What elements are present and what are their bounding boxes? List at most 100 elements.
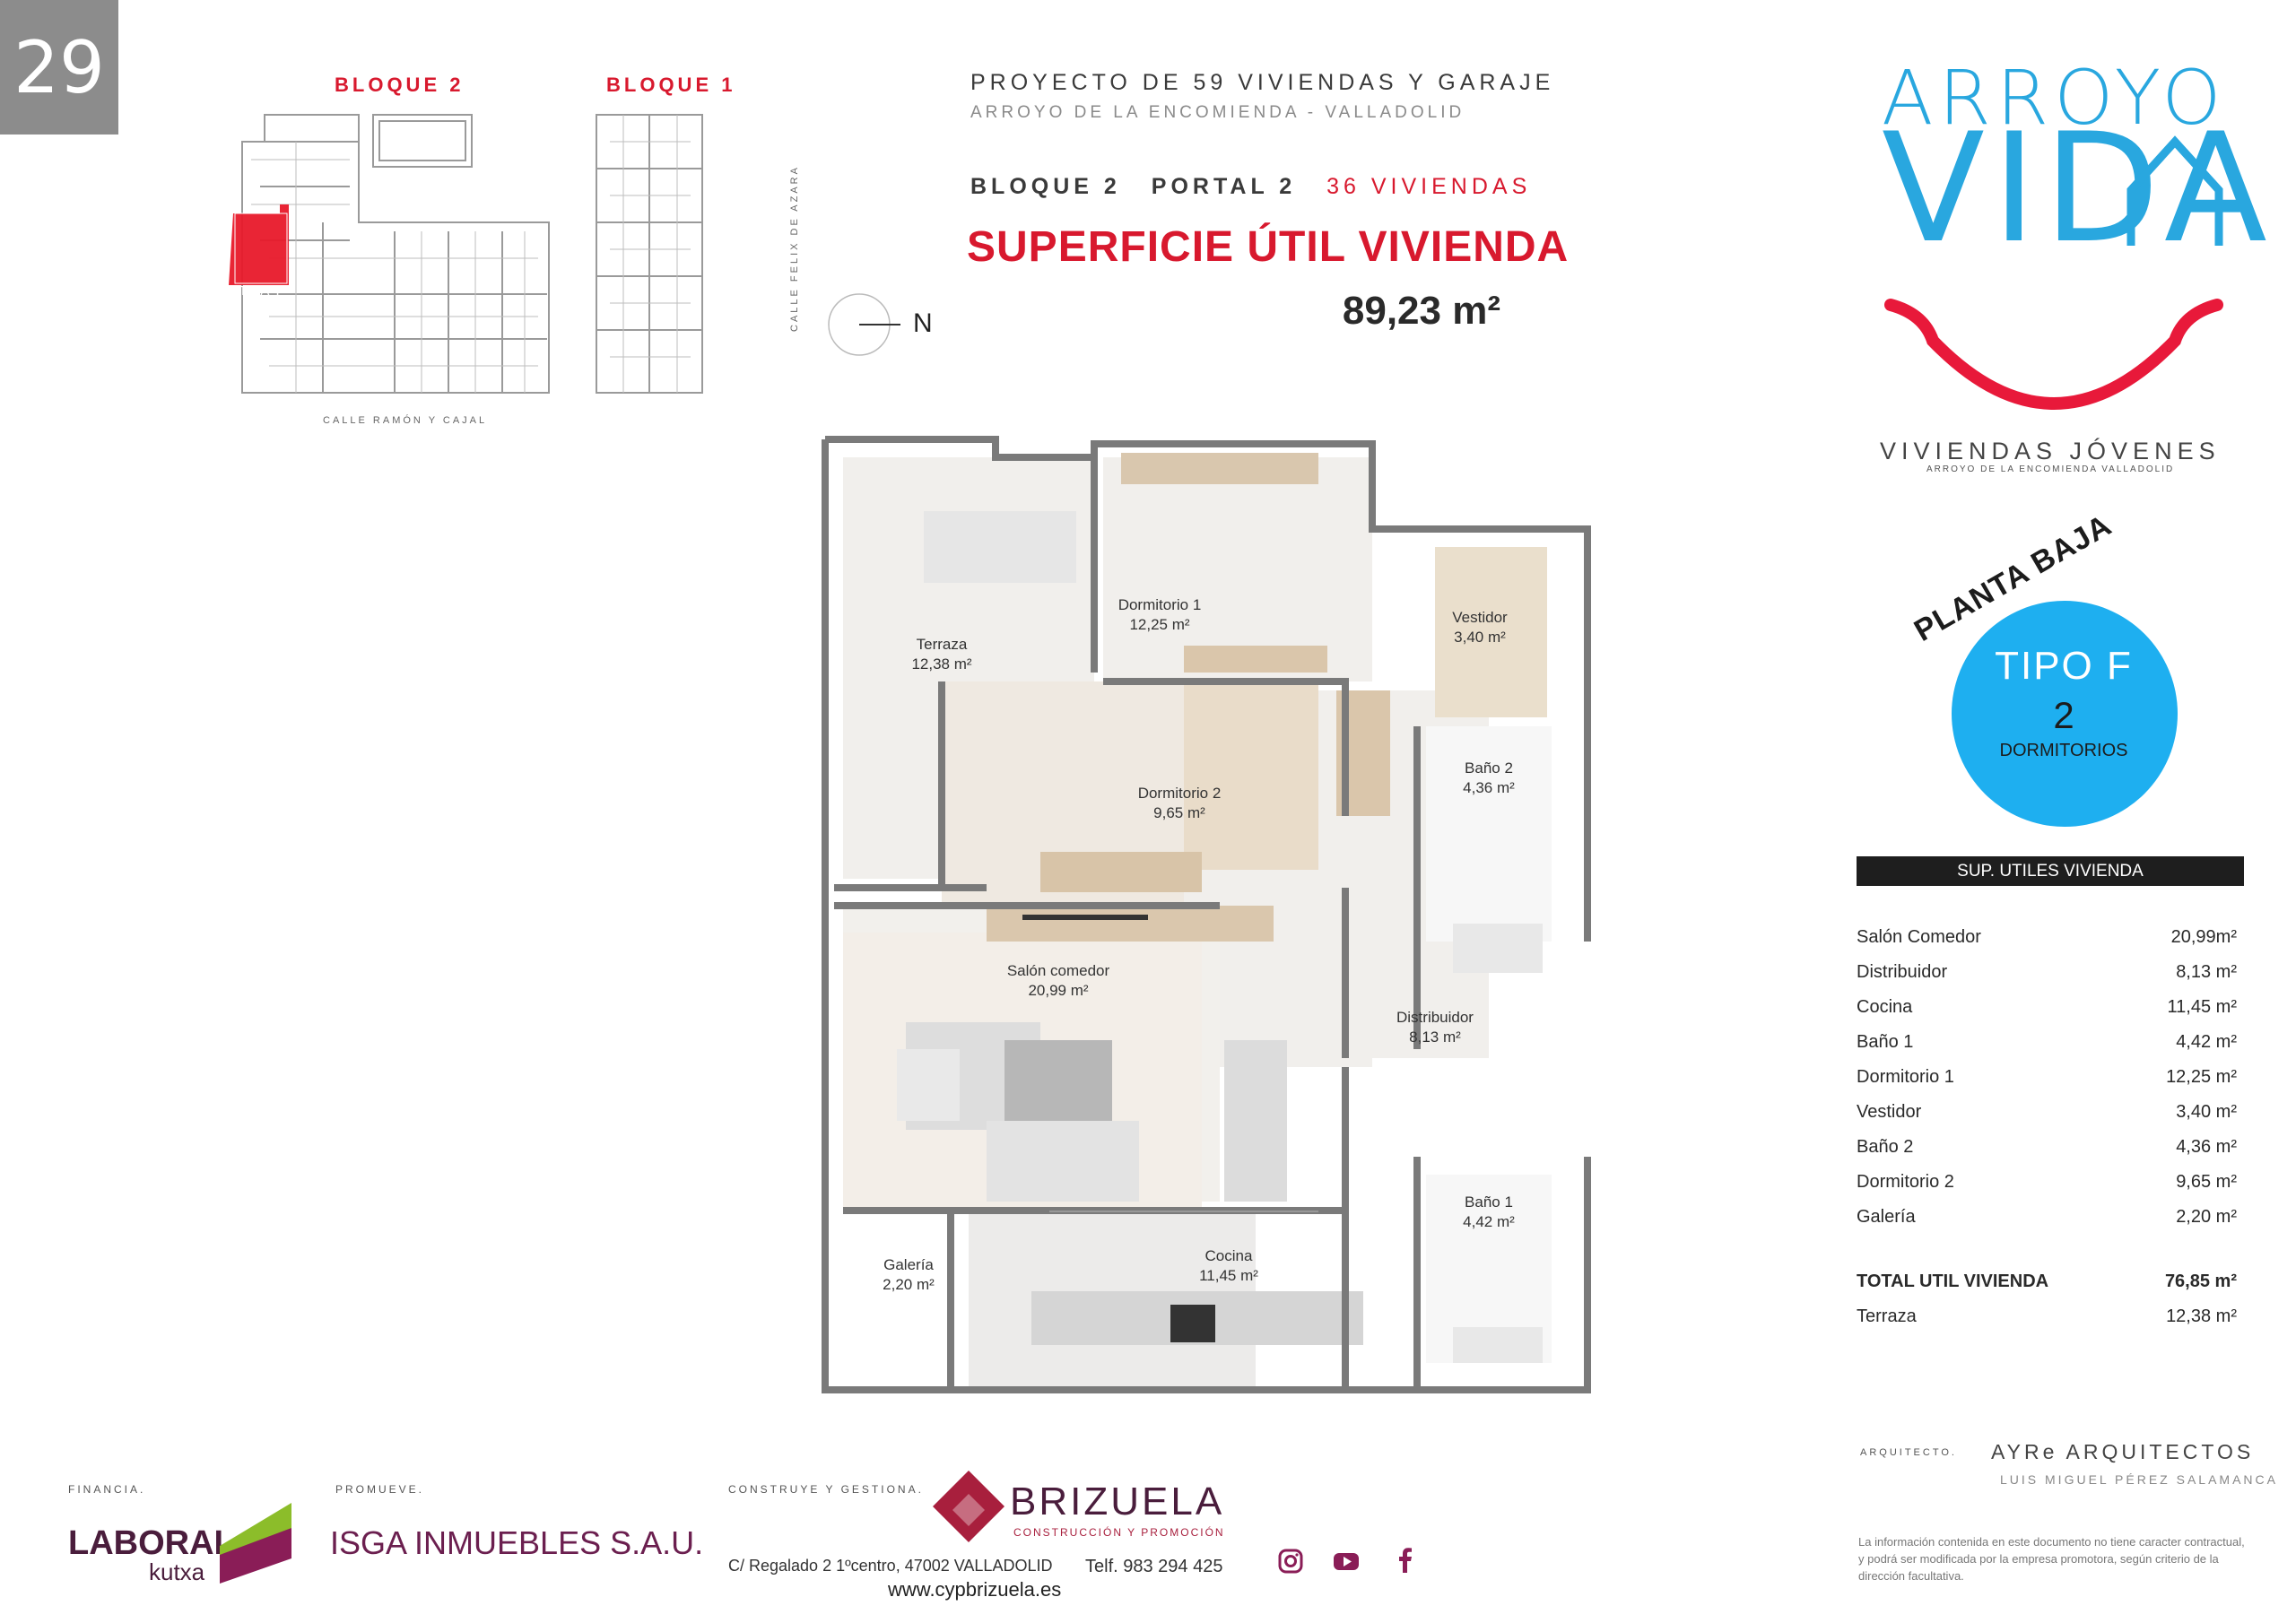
table-row: Salón Comedor 20,99m² [1857,927,2237,954]
build-address: C/ Regalado 2 1ºcentro, 47002 VALLADOLID [728,1557,1053,1575]
room-area: 9,65 m² [1153,804,1205,821]
table-cell-value: 8,13 m² [2176,962,2237,982]
table-row: Baño 2 4,36 m² [1857,1137,2237,1164]
table-cell-name: Baño 2 [1857,1137,1914,1157]
room-area: 2,20 m² [883,1276,935,1293]
badge-rooms-label: DORMITORIOS [1999,741,2128,760]
site-street-bottom: CALLE RAMÓN Y CAJAL [323,415,488,426]
surface-value: 89,23 m² [1342,289,1500,333]
brand-subtag: ARROYO DE LA ENCOMIENDA VALLADOLID [1926,464,2175,474]
table-cell-value: 11,45 m² [2167,997,2237,1017]
table-cell-value: 4,36 m² [2176,1137,2237,1157]
facebook-icon[interactable] [1392,1546,1419,1573]
smile-icon [1884,299,2223,410]
site-bloque1-label: BLOQUE 1 [606,74,736,96]
finance-label: FINANCIA. [68,1483,146,1496]
legal-note: La información contenida en este documen… [1858,1535,2245,1583]
table-cell-value: 20,99m² [2170,927,2237,947]
room-area: 11,45 m² [1199,1267,1258,1284]
finance-name: LABORAL [68,1524,235,1562]
room-name: Cocina [1205,1247,1253,1264]
room-area: 4,36 m² [1463,779,1515,796]
page-number: 29 [0,0,118,135]
floor-plan [822,436,1591,1393]
brand-line2: VIDA [1882,100,2274,276]
room-name: Baño 2 [1465,759,1513,777]
table-cell-name: TOTAL UTIL VIVIENDA [1857,1271,2049,1291]
brand-tagline: VIVIENDAS JÓVENES [1880,438,2221,464]
table-row: Galería 2,20 m² [1857,1207,2237,1234]
room-name: Dormitorio 2 [1137,785,1222,802]
surface-table-title: SUP. UTILES VIVIENDA [1857,856,2244,886]
room-name: Terraza [916,636,968,653]
table-row: Vestidor 3,40 m² [1857,1102,2237,1129]
build-sub: CONSTRUCCIÓN Y PROMOCIÓN [1013,1526,1225,1539]
room-area: 12,38 m² [911,655,972,673]
portal-label: PORTAL 2 [1151,174,1297,199]
room-name: Baño 1 [1465,1193,1513,1211]
table-cell-name: Vestidor [1857,1102,1922,1122]
badge-rooms-count: 2 [2053,694,2074,736]
badge-type: TIPO F [1995,644,2133,688]
project-location: ARROYO DE LA ENCOMIENDA - VALLADOLID [970,103,1465,122]
table-cell-value: 76,85 m² [2164,1271,2237,1291]
site-unit-label: LETRA F [219,283,286,299]
table-total-row: TOTAL UTIL VIVIENDA 76,85 m² [1857,1271,2237,1298]
room-name: Vestidor [1452,609,1508,626]
block-portal-line: BLOQUE 2 PORTAL 2 36 VIVIENDAS [970,174,1531,200]
house-icon [2126,135,2223,246]
build-label: CONSTRUYE Y GESTIONA. [728,1483,924,1496]
room-vestidor: Vestidor 3,40 m² [1435,608,1525,647]
room-dormitorio2: Dormitorio 2 9,65 m² [1121,784,1238,823]
units-label: 36 VIVIENDAS [1326,174,1532,199]
room-area: 12,25 m² [1129,616,1190,633]
north-arrow-icon [828,293,900,356]
architect-label: ARQUITECTO. [1860,1447,1957,1458]
build-web[interactable]: www.cypbrizuela.es [888,1578,1062,1601]
table-cell-value: 12,25 m² [2166,1067,2237,1087]
block-label: BLOQUE 2 [970,174,1121,199]
surface-title: SUPERFICIE ÚTIL VIVIENDA [967,223,1570,271]
table-cell-value: 2,20 m² [2176,1207,2237,1227]
table-row: Dormitorio 1 12,25 m² [1857,1067,2237,1094]
room-cocina: Cocina 11,45 m² [1184,1246,1274,1286]
table-cell-value: 9,65 m² [2176,1172,2237,1192]
youtube-icon[interactable] [1333,1548,1360,1575]
instagram-icon[interactable] [1277,1548,1304,1575]
table-cell-name: Dormitorio 1 [1857,1067,1954,1087]
room-name: Distribuidor [1396,1009,1474,1026]
project-title: PROYECTO DE 59 VIVIENDAS Y GARAJE [970,70,1555,95]
room-terraza: Terraza 12,38 m² [897,635,987,674]
table-cell-name: Salón Comedor [1857,927,1981,947]
build-phone: Telf. 983 294 425 [1085,1557,1223,1576]
room-area: 3,40 m² [1454,629,1506,646]
table-cell-name: Terraza [1857,1306,1917,1326]
promote-label: PROMUEVE. [335,1483,425,1496]
build-name: BRIZUELA [1010,1480,1225,1523]
room-area: 8,13 m² [1409,1028,1461,1046]
table-cell-name: Galería [1857,1207,1916,1227]
finance-sub: kutxa [149,1558,205,1585]
room-area: 20,99 m² [1028,982,1089,999]
type-badge [1952,601,2178,827]
brizuela-logo-icon [933,1471,1004,1542]
site-plan [229,114,703,394]
north-label: N [913,308,933,338]
table-cell-value: 3,40 m² [2176,1102,2237,1122]
table-row: Distribuidor 8,13 m² [1857,962,2237,989]
brand-line1: ARROYO [1882,54,2227,142]
table-cell-name: Distribuidor [1857,962,1948,982]
architect-person: LUIS MIGUEL PÉREZ SALAMANCA [2000,1472,2278,1487]
site-bloque2-label: BLOQUE 2 [335,74,465,96]
table-cell-value: 12,38 m² [2166,1306,2237,1326]
table-terrace-row: Terraza 12,38 m² [1857,1306,2237,1333]
room-distribuidor: Distribuidor 8,13 m² [1381,1008,1489,1047]
promote-name: ISGA INMUEBLES S.A.U. [330,1524,704,1561]
